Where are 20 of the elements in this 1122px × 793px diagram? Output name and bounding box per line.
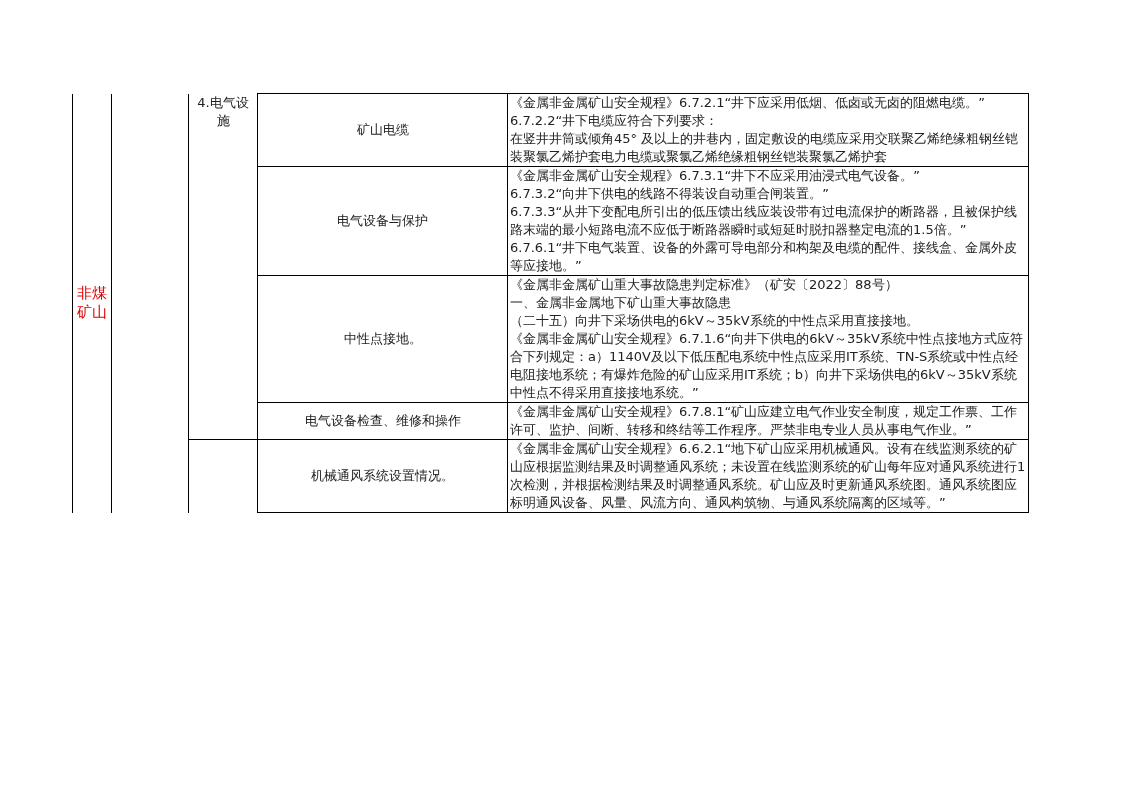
regulation-clause: 一、金属非金属地下矿山重大事故隐患 — [510, 294, 732, 312]
item-name: 矿山电缆 — [355, 121, 410, 139]
regulation-clause: 6.7.3.3“从井下变配电所引出的低压馈出线应装设带有过电流保护的断路器，且被保护线路末端的最小短路电流不应低于断路器瞬时或短延时脱扣器整定电流的1.5倍。” — [510, 203, 1019, 239]
item-name: 电气设备与保护 — [336, 212, 429, 230]
regulation-clause: 6.7.6.1“井下电气装置、设备的外露可导电部分和构架及电缆的配件、接线盒、金属外皮等应接地。” — [510, 239, 1019, 275]
regulation-clause: （二十五）向井下采场供电的6kV～35kV系统的中性点采用直接接地。 — [510, 312, 920, 330]
regulation-clause: 在竖井井筒或倾角45° 及以上的井巷内，固定敷设的电缆应采用交联聚乙烯绝缘粗钢丝铠装聚氯乙烯护套电力电缆或聚氯乙烯绝缘粗钢丝铠装聚氯乙烯护套 — [510, 130, 1020, 166]
category-label: 非煤矿山 — [76, 284, 108, 322]
regulation-clause: 《金属非金属矿山安全规程》6.7.8.1“矿山应建立电气作业安全制度，规定工作票、工作许可、监护、间断、转移和终结等工作程序。严禁非电专业人员从事电气作业。” — [510, 403, 1019, 439]
item-name: 机械通风系统设置情况。 — [310, 467, 455, 485]
regulation-clause: 《金属非金属矿山安全规程》6.7.3.1“井下不应采用油浸式电气设备。” — [510, 167, 921, 185]
regulation-clause: 《金属非金属矿山安全规程》6.7.2.1“井下应采用低烟、低卤或无卤的阻燃电缆。” — [510, 94, 986, 112]
regulation-clause: 《金属非金属矿山安全规程》6.7.1.6“向井下供电的6kV～35kV系统中性点接地方式应符合下列规定：a）1140V及以下低压配电系统中性点应采用IT系统、TN-S系统或中性点经电阻接地系统；有爆炸危险的矿山应采用IT系统；b）向井下采场供电的6kV～35kV系统中性点不得采用直接接地系统。” — [510, 330, 1024, 402]
regulation-clause: 《金属非金属矿山安全规程》6.6.2.1“地下矿山应采用机械通风。设有在线监测系统的矿山应根据监测结果及时调整通风系统；未设置在线监测系统的矿山每年应对通风系统进行1次检测，并根据检测结果及时调整通风系统。矿山应及时更新通风系统图。通风系统图应标明通风设备、风量、风流方向、通风构筑物、与通风系统隔离的区域等。” — [510, 440, 1026, 512]
regulation-clause: 《金属非金属矿山重大事故隐患判定标准》（矿安〔2022〕88号） — [510, 276, 899, 294]
item-name: 电气设备检查、维修和操作 — [303, 412, 462, 430]
item-name: 中性点接地。 — [342, 330, 423, 348]
section-heading: 4.电气设施 — [196, 93, 250, 130]
regulation-clause: 6.7.3.2“向井下供电的线路不得装设自动重合闸装置。” — [510, 185, 830, 203]
regulation-clause: 6.7.2.2“井下电缆应符合下列要求： — [510, 112, 720, 130]
